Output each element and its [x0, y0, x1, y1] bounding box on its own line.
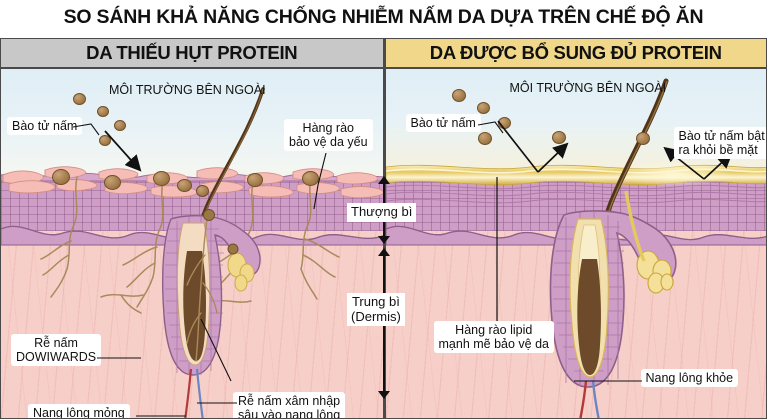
- fungal-invasion-follicle: [186, 209, 239, 362]
- spore-fall-arrow-left: [104, 130, 142, 172]
- lipid-barrier-line1: Hàng rào lipid: [455, 323, 533, 337]
- spore: [52, 169, 70, 185]
- spore-label-right: Bào tử nấm: [405, 114, 481, 132]
- lipid-barrier-line2: mạnh mẽ bảo vệ da: [438, 337, 550, 351]
- hair-follicle-right: [549, 190, 676, 418]
- spore: [73, 93, 86, 105]
- thin-follicle-leader: [136, 415, 186, 417]
- spore: [302, 171, 319, 186]
- healthy-follicle-leader: [573, 380, 642, 382]
- weak-barrier-leader: [313, 153, 327, 210]
- spore: [196, 185, 209, 197]
- spore: [114, 120, 126, 131]
- invasion-leader: [197, 319, 237, 404]
- lipid-barrier-label: Hàng rào lipid mạnh mẽ bảo vệ da: [433, 321, 554, 353]
- spore-bounce-label: Bào tử nấm bật ra khỏi bề mặt: [673, 127, 767, 159]
- epidermis-arrow-up-icon: [378, 176, 390, 184]
- panel-headers: DA THIẾU HỤT PROTEIN DA ĐƯỢC BỔ SUNG ĐỦ …: [0, 38, 767, 68]
- healthy-follicle-label: Nang lông khỏe: [640, 369, 739, 387]
- spore-leader-right: [477, 121, 503, 134]
- spore-bounce-line1: Bào tử nấm bật: [678, 129, 765, 143]
- invasion-line1: Rễ nấm xâm nhập: [238, 394, 341, 408]
- spore: [477, 132, 492, 145]
- spore: [153, 171, 170, 186]
- invasion-label: Rễ nấm xâm nhập sâu vào nang lông: [233, 392, 346, 419]
- environment-label-right: MÔI TRƯỜNG BÊN NGOÀI: [509, 81, 667, 95]
- dermis-axis-line1: Trung bì: [351, 294, 400, 309]
- spore: [247, 173, 263, 187]
- weak-barrier-label: Hàng rào bảo vệ da yếu: [284, 119, 373, 151]
- fungal-root-line2: DOWIWARDS: [16, 350, 97, 364]
- dermis-axis-label: Trung bì (Dermis): [347, 293, 405, 327]
- spore-bounce-arrows: [496, 120, 732, 180]
- spore: [635, 132, 650, 145]
- dermis-axis-line2: (Dermis): [351, 308, 401, 324]
- panel-protein-sufficient: MÔI TRƯỜNG BÊN NGOÀI Bào tử nấm Bào tử n…: [383, 68, 767, 419]
- header-right: DA ĐƯỢC BỔ SUNG ĐỦ PROTEIN: [383, 38, 767, 68]
- page-title: SO SÁNH KHẢ NĂNG CHỐNG NHIỄM NẤM DA DỰA …: [63, 6, 704, 28]
- fungal-root-leader: [97, 357, 141, 359]
- lipid-barrier-leader: [495, 177, 498, 321]
- dermis-axis-line: [383, 255, 385, 398]
- fungal-root-line1: Rễ nấm: [34, 336, 78, 350]
- weak-barrier-line2: bảo vệ da yếu: [289, 135, 368, 149]
- header-left: DA THIẾU HỤT PROTEIN: [0, 38, 384, 68]
- spore: [97, 106, 109, 117]
- lipid-barrier-glow: [613, 161, 734, 187]
- spore-leader-left: [73, 123, 100, 136]
- environment-label-left: MÔI TRƯỜNG BÊN NGOÀI: [109, 83, 266, 97]
- spore: [104, 175, 121, 190]
- epidermis-arrow-down-icon: [378, 236, 390, 244]
- spore: [476, 102, 490, 114]
- panel-protein-deficient: MÔI TRƯỜNG BÊN NGOÀI Bào tử nấm Hàng rào…: [0, 68, 384, 419]
- spore: [99, 135, 111, 146]
- dermis-arrow-up-icon: [378, 248, 390, 256]
- spore-label-left: Bào tử nấm: [7, 117, 83, 135]
- fungal-root-label: Rễ nấm DOWIWARDS: [11, 334, 102, 366]
- dermis-arrow-down-icon: [378, 391, 390, 399]
- spore: [451, 89, 466, 102]
- invasion-line2: sâu vào nang lông: [238, 408, 341, 419]
- thin-follicle-label: Nang lông mỏng: [28, 404, 130, 418]
- epidermis-axis-label: Thượng bì: [347, 203, 417, 222]
- spore-bounce-line2: ra khỏi bề mặt: [678, 143, 758, 157]
- weak-barrier-line1: Hàng rào: [302, 121, 354, 135]
- layer-depth-axis: [376, 68, 392, 419]
- spore: [177, 179, 192, 192]
